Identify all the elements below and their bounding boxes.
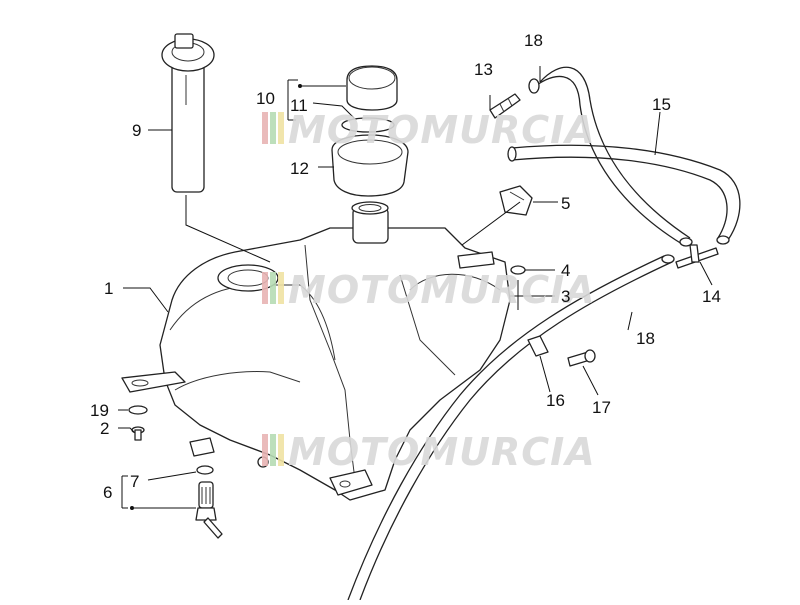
callout-7: 7 [130,472,139,491]
callout-15: 15 [652,95,671,114]
watermark-text: MOTOMURCIA [288,108,596,152]
callout-10: 10 [256,89,275,108]
callout-13: 13 [474,60,493,79]
fuel-level-sender [161,33,215,193]
hose-clamp [527,335,549,357]
leader-lines [118,66,713,510]
clip-nut [499,185,533,216]
hose-fitting [489,93,521,119]
callout-11: 11 [290,96,308,115]
callout-4: 4 [561,261,570,280]
overflow-hose-lower [347,254,675,601]
watermark-stripe-yellow [278,112,284,144]
watermark: MOTOMURCIA MOTOMURCIA MOTOMURCIA [262,108,596,474]
watermark-text: MOTOMURCIA [288,430,596,474]
cap-gasket [341,117,395,133]
callout-16: 16 [546,391,565,410]
callout-labels: 9 10 11 12 13 18 15 5 4 3 14 18 16 17 1 … [90,31,721,502]
filler-cup [331,134,409,197]
callout-18-upper: 18 [524,31,543,50]
overflow-hose-upper [528,66,693,247]
watermark-stripe-green [270,112,276,144]
rubber-washer [128,405,148,415]
callout-2: 2 [100,419,109,438]
callout-17: 17 [592,398,611,417]
callout-12: 12 [290,159,309,178]
mounting-screw [567,349,596,367]
fuel-tank [121,201,511,501]
callout-19: 19 [90,401,109,420]
callout-6: 6 [103,483,112,502]
callout-5: 5 [561,194,570,213]
t-fitting [675,244,719,269]
watermark-stripe-red [262,112,268,144]
breather-hose [507,144,741,245]
fuel-tap-assembly [189,437,223,539]
callout-9: 9 [132,121,141,140]
callout-3: 3 [561,287,570,306]
callout-18-lower: 18 [636,329,655,348]
tank-screw [131,426,145,441]
callout-1: 1 [104,279,113,298]
watermark-text: MOTOMURCIA [288,268,596,312]
fuel-cap [346,65,398,111]
callout-14: 14 [702,287,721,306]
